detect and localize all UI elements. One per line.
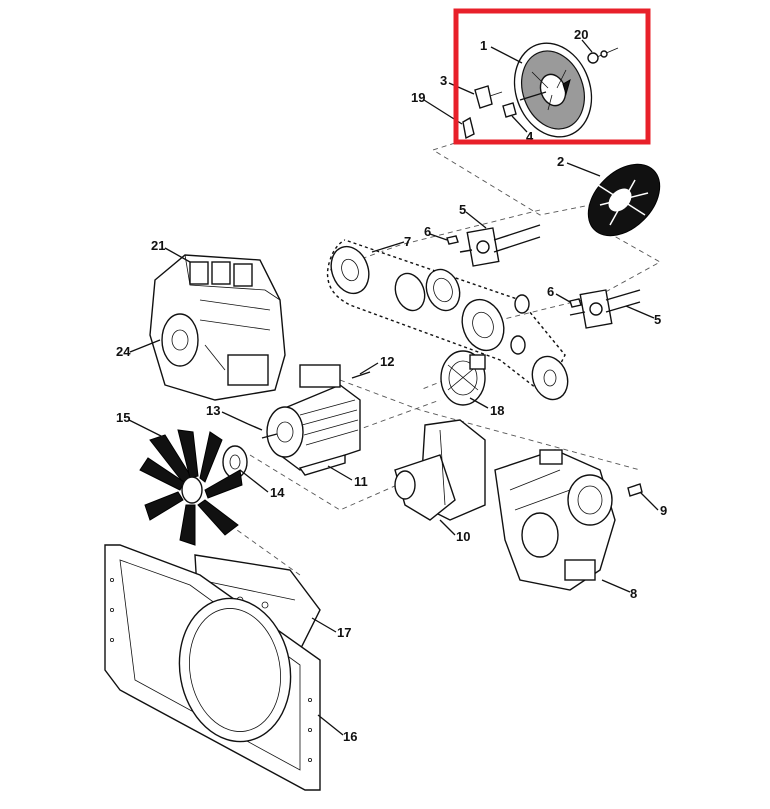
callout-10: 10	[456, 529, 470, 544]
callout-6-upper: 6	[424, 224, 431, 239]
callout-2: 2	[557, 154, 564, 169]
key-13	[247, 423, 263, 431]
callout-6-lower: 6	[547, 284, 554, 299]
callout-19: 19	[411, 90, 425, 105]
key-6-upper	[446, 235, 459, 245]
callout-labels: 1 20 3 19 4 2 5 6 7 6 5 21 24 12 13 15 1…	[116, 27, 667, 744]
leader-lines	[128, 39, 659, 736]
key-6-lower	[569, 298, 582, 308]
electric-motor-11	[261, 364, 361, 476]
compressor-8	[494, 449, 616, 591]
callout-21: 21	[151, 238, 165, 253]
callout-11: 11	[354, 474, 368, 489]
alternator-18	[440, 350, 486, 406]
key-9	[627, 483, 643, 497]
belt-drive-7	[326, 238, 569, 401]
callout-5-lower: 5	[654, 312, 661, 327]
bearing-housing-5-upper	[459, 224, 541, 267]
callout-24: 24	[116, 344, 131, 359]
mounting-bracket-10	[394, 419, 486, 521]
callout-12: 12	[380, 354, 394, 369]
bearing-housing-5-lower	[569, 289, 641, 329]
callout-8: 8	[630, 586, 637, 601]
callout-5-upper: 5	[459, 202, 466, 217]
callout-14: 14	[270, 485, 285, 500]
highlight-box	[453, 8, 651, 145]
callout-7: 7	[404, 234, 411, 249]
pulley-2	[587, 163, 661, 237]
callout-4: 4	[526, 129, 534, 144]
fan-15	[139, 429, 243, 546]
callout-9: 9	[660, 503, 667, 518]
key-12	[351, 371, 371, 379]
callout-20: 20	[574, 27, 588, 42]
callout-1: 1	[480, 38, 487, 53]
callout-3: 3	[440, 73, 447, 88]
callout-18: 18	[490, 403, 504, 418]
callout-13: 13	[206, 403, 220, 418]
callout-17: 17	[337, 625, 351, 640]
callout-16: 16	[343, 729, 357, 744]
engine-21	[149, 254, 286, 401]
upper-pulley-group	[462, 42, 619, 140]
callout-15: 15	[116, 410, 130, 425]
fan-frame-16	[104, 544, 321, 791]
